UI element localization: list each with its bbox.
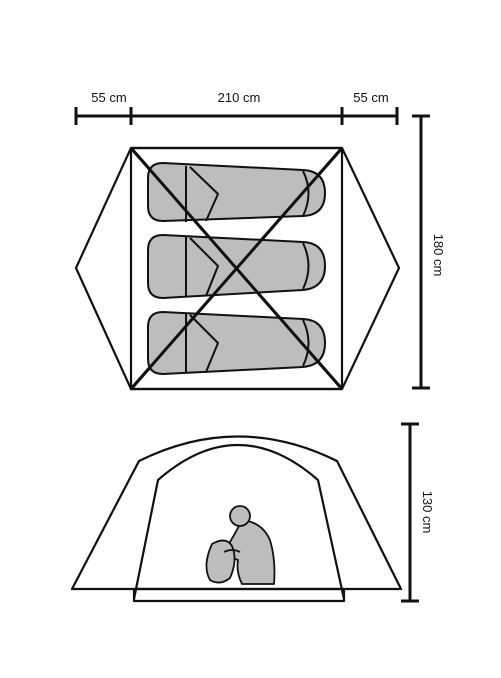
length-dimension-bar <box>74 107 399 125</box>
inner-length-label: 210 cm <box>218 90 261 105</box>
right-vestibule-label: 55 cm <box>353 90 388 105</box>
width-label: 180 cm <box>431 234 446 277</box>
height-label: 130 cm <box>420 491 435 534</box>
poles-overlay <box>129 147 344 390</box>
person-silhouette <box>205 505 276 585</box>
sleeping-bag-3 <box>147 311 326 375</box>
left-vestibule-label: 55 cm <box>91 90 126 105</box>
tent-side-view <box>70 435 403 603</box>
height-dimension-bar <box>401 422 419 603</box>
width-dimension-bar <box>412 114 430 390</box>
door-arch <box>132 443 346 600</box>
inner-tent-outline <box>129 146 344 391</box>
floor-outline <box>132 587 346 603</box>
sleeping-bag-1 <box>147 162 326 222</box>
fly-side-outline <box>70 435 403 591</box>
